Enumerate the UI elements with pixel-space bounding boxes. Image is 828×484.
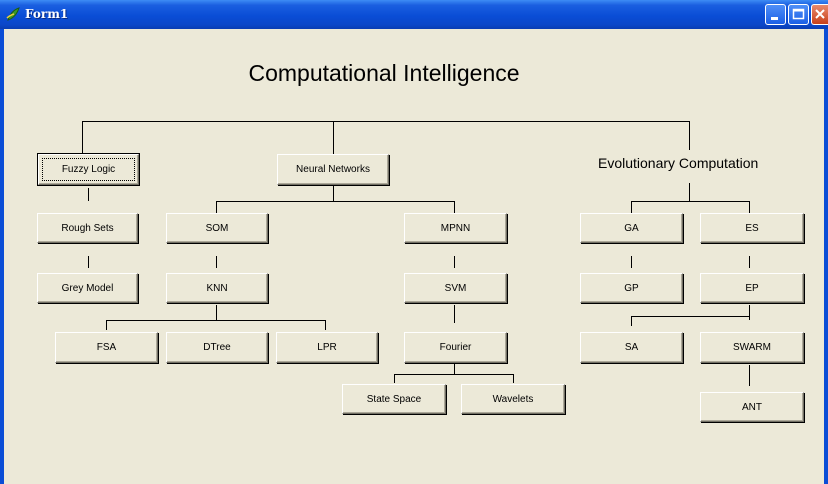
gp-button[interactable]: GP bbox=[580, 273, 683, 303]
ga-button[interactable]: GA bbox=[580, 213, 683, 243]
maximize-icon bbox=[792, 8, 805, 20]
es-button[interactable]: ES bbox=[700, 213, 804, 243]
lpr-button[interactable]: LPR bbox=[276, 332, 378, 363]
fourier-button[interactable]: Fourier bbox=[404, 332, 507, 363]
ant-button[interactable]: ANT bbox=[700, 392, 804, 422]
dtree-button[interactable]: DTree bbox=[166, 332, 268, 363]
close-icon bbox=[815, 9, 825, 19]
window-title: Form1 bbox=[25, 7, 69, 21]
wavelets-button[interactable]: Wavelets bbox=[461, 384, 565, 414]
evolutionary-computation-label: Evolutionary Computation bbox=[598, 155, 759, 171]
neural-networks-button[interactable]: Neural Networks bbox=[277, 154, 389, 185]
swarm-button[interactable]: SWARM bbox=[700, 332, 804, 363]
sa-button[interactable]: SA bbox=[580, 332, 683, 363]
rough-sets-button[interactable]: Rough Sets bbox=[37, 213, 138, 243]
grey-model-button[interactable]: Grey Model bbox=[37, 273, 138, 303]
svm-button[interactable]: SVM bbox=[404, 273, 507, 303]
close-button[interactable] bbox=[811, 4, 828, 25]
ep-button[interactable]: EP bbox=[700, 273, 804, 303]
maximize-button[interactable] bbox=[788, 4, 809, 25]
title-bar[interactable]: Form1 bbox=[0, 0, 828, 29]
state-space-button[interactable]: State Space bbox=[342, 384, 446, 414]
heading-text: Computational Intelligence bbox=[248, 60, 520, 86]
minimize-icon bbox=[771, 17, 778, 20]
window-border-right bbox=[824, 29, 828, 484]
leaf-icon bbox=[6, 7, 20, 21]
knn-button[interactable]: KNN bbox=[166, 273, 268, 303]
mpnn-button[interactable]: MPNN bbox=[404, 213, 507, 243]
fuzzy-logic-button[interactable]: Fuzzy Logic bbox=[37, 153, 140, 186]
som-button[interactable]: SOM bbox=[166, 213, 268, 243]
window-border-left bbox=[0, 29, 4, 484]
fsa-button[interactable]: FSA bbox=[55, 332, 158, 363]
page-title: Computational Intelligence bbox=[0, 60, 828, 87]
minimize-button[interactable] bbox=[765, 4, 786, 25]
